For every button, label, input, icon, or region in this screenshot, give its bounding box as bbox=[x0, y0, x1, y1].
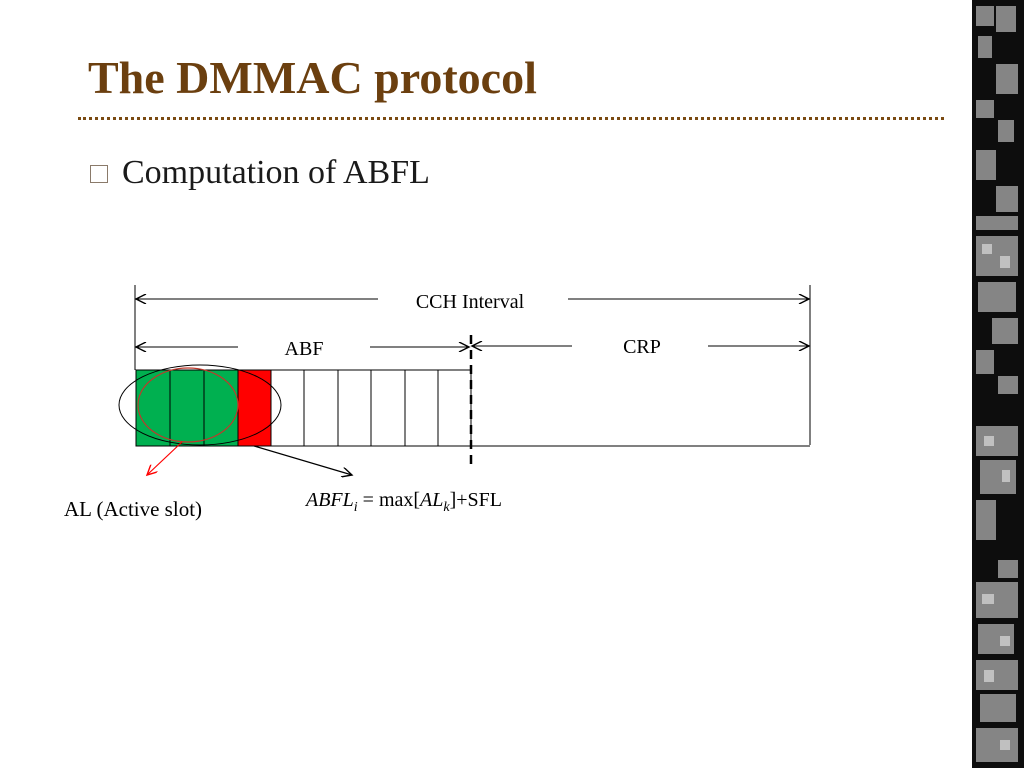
last-active-slot bbox=[237, 369, 272, 447]
abf-label: ABF bbox=[285, 338, 324, 360]
crp-label: CRP bbox=[623, 336, 661, 358]
empty-slot bbox=[404, 369, 439, 447]
empty-slot bbox=[270, 369, 305, 447]
bullet-item: Computation of ABFL bbox=[90, 152, 430, 194]
empty-slot bbox=[437, 369, 472, 447]
abfl-formula: ABFLi = max[ALk]+SFL bbox=[304, 489, 502, 515]
empty-slot bbox=[337, 369, 372, 447]
active-slots-outer-ellipse bbox=[118, 364, 282, 446]
al-pointer-arrow bbox=[147, 441, 183, 475]
active-slot-label: AL (Active slot) bbox=[64, 497, 203, 521]
active-slot bbox=[169, 369, 205, 447]
decorative-filmstrip bbox=[972, 0, 1024, 768]
title-divider bbox=[78, 117, 944, 120]
empty-slot bbox=[370, 369, 406, 447]
cch-interval-label: CCH Interval bbox=[416, 291, 525, 313]
active-slot bbox=[203, 369, 239, 447]
active-slots-inner-ellipse bbox=[137, 367, 239, 443]
slide-title: The DMMAC protocol bbox=[88, 52, 537, 103]
empty-slot bbox=[303, 369, 339, 447]
bullet-text: Computation of ABFL bbox=[122, 154, 430, 191]
active-slot bbox=[135, 369, 171, 447]
formula-pointer-arrow bbox=[253, 445, 352, 475]
bullet-square-icon bbox=[90, 165, 108, 183]
